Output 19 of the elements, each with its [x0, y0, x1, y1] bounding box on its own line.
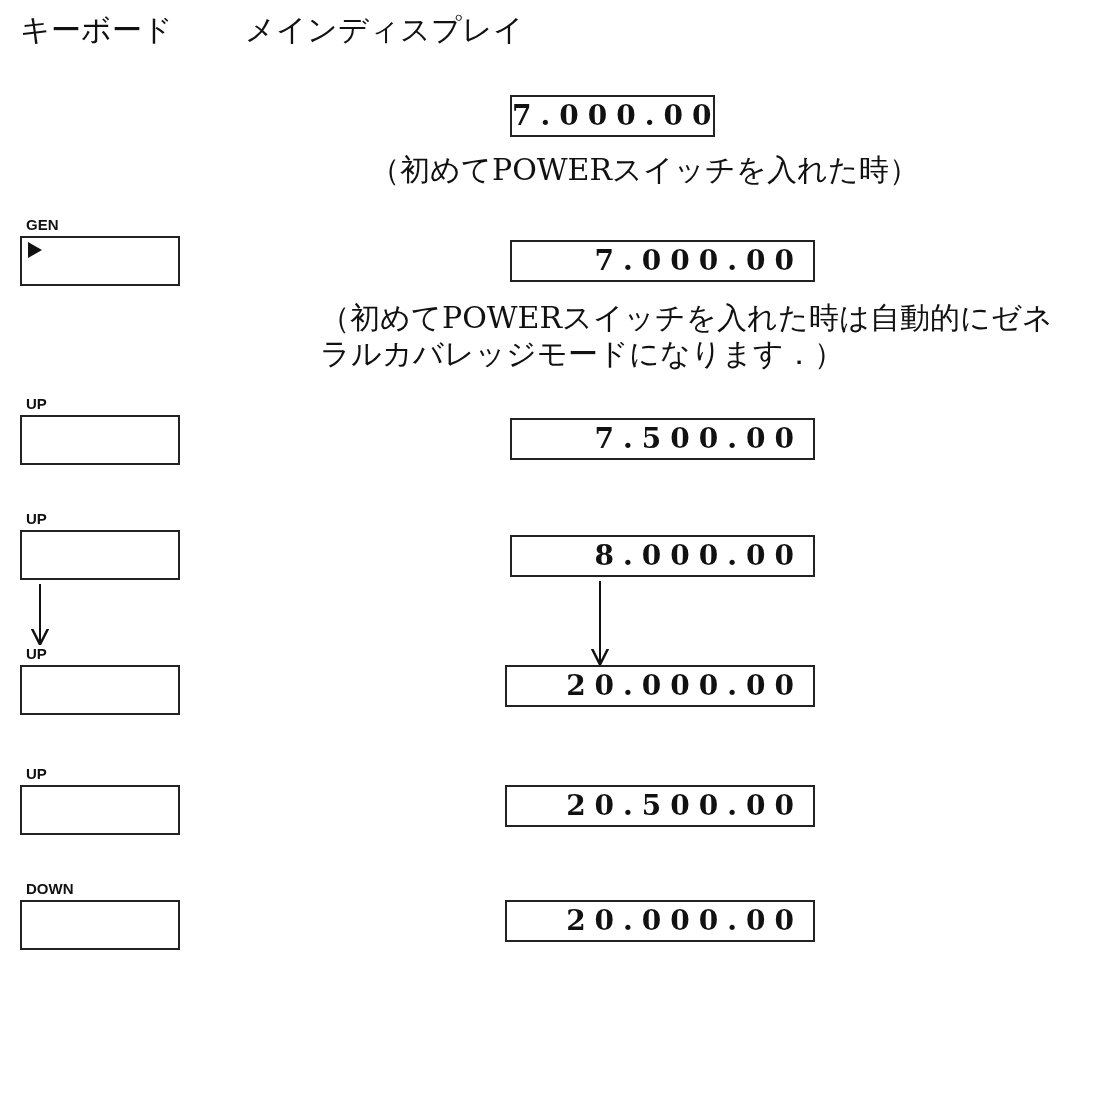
- key-label: DOWN: [26, 880, 74, 898]
- note-text: （初めてPOWERスイッチを入れた時）: [370, 152, 921, 188]
- note-text: （初めてPOWERスイッチを入れた時は自動的にゼネラルカバレッジモードになります．）: [320, 300, 1055, 372]
- key-label: UP: [26, 510, 47, 528]
- key-label: UP: [26, 765, 47, 783]
- display-readout: 7.000.00: [510, 240, 815, 282]
- display-readout: 20.500.00: [505, 785, 815, 827]
- arrow: [30, 583, 50, 646]
- display-readout: 8.000.00: [510, 535, 815, 577]
- arrow: [590, 580, 610, 666]
- column-heading: キーボード: [20, 12, 174, 48]
- key-label: UP: [26, 645, 47, 663]
- display-readout: 20.000.00: [505, 900, 815, 942]
- key-label: UP: [26, 395, 47, 413]
- display-readout: 20.000.00: [505, 665, 815, 707]
- display-readout: 7.000.00: [510, 95, 715, 137]
- key-label: GEN: [26, 216, 59, 234]
- display-readout: 7.500.00: [510, 418, 815, 460]
- column-heading: メインディスプレイ: [245, 12, 525, 48]
